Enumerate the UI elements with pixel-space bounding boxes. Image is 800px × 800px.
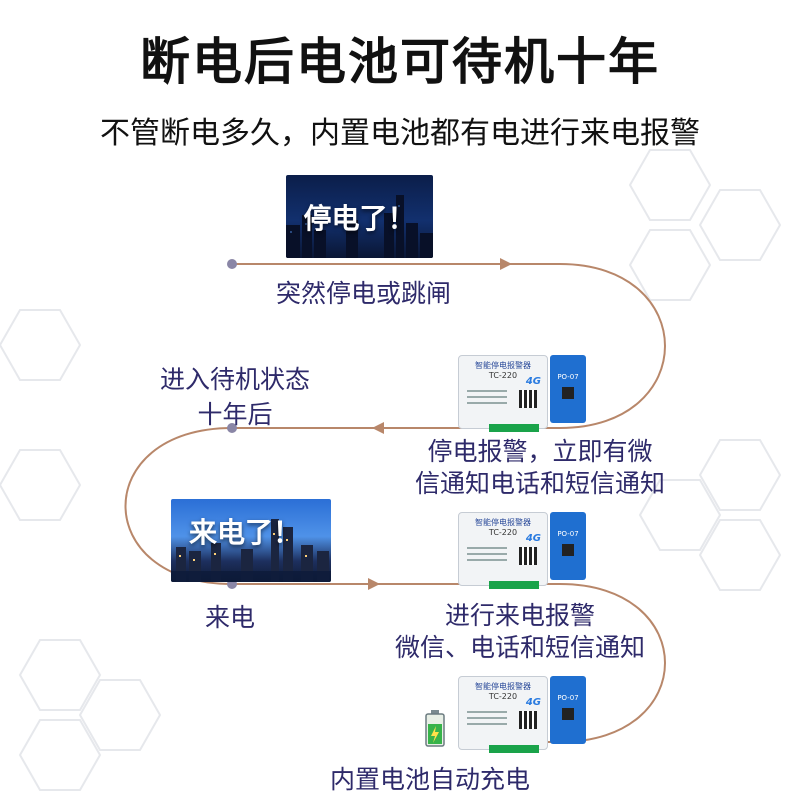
qr-code-icon (519, 711, 537, 729)
module-chip-icon (562, 387, 574, 399)
page-subtitle: 不管断电多久，内置电池都有电进行来电报警 (100, 116, 700, 151)
terminal-block (489, 581, 539, 589)
device-box-model: TC-220 (488, 371, 518, 380)
city-skyline-icon (286, 195, 433, 258)
terminal-block (489, 745, 539, 753)
alarm-device-1: 智能停电报警器 TC-220 4G PO-07 (458, 355, 588, 432)
module-chip-icon (562, 544, 574, 556)
alarm-device-2: 智能停电报警器 TC-220 4G PO-07 (458, 512, 588, 589)
alarm-box: 智能停电报警器 TC-220 4G (458, 512, 548, 589)
module-board: PO-07 (550, 512, 586, 580)
spec-lines (467, 390, 507, 412)
qr-code-icon (519, 547, 537, 565)
step-restore-label: 来电 (205, 603, 256, 632)
step-battery-charge-label: 内置电池自动充电 (330, 765, 531, 794)
terminal-block (489, 424, 539, 432)
module-board: PO-07 (550, 676, 586, 744)
spec-lines (467, 547, 507, 569)
qr-code-icon (519, 390, 537, 408)
alarm-box: 智能停电报警器 TC-220 4G (458, 676, 548, 753)
device-box-title: 智能停电报警器 (475, 361, 531, 370)
step-outage-label: 突然停电或跳闸 (276, 279, 452, 308)
step-restore-alarm-line2: 微信、电话和短信通知 (394, 633, 645, 662)
outage-photo: 停电了！ (286, 175, 433, 258)
step-standby-line1: 进入待机状态 (159, 365, 310, 394)
module-model: PO-07 (557, 694, 579, 702)
step-standby-line2: 十年后 (197, 400, 273, 429)
device-badge: 4G (525, 533, 541, 544)
step-outage-alarm-line1: 停电报警，立即有微 (427, 437, 653, 466)
module-board: PO-07 (550, 355, 586, 423)
device-box-model: TC-220 (488, 528, 518, 537)
step-outage-alarm-line2: 信通知电话和短信通知 (414, 469, 665, 498)
device-box-title: 智能停电报警器 (475, 518, 531, 527)
spec-lines (467, 711, 507, 733)
step-restore-alarm-line1: 进行来电报警 (444, 601, 595, 630)
alarm-device-3: 智能停电报警器 TC-220 4G PO-07 (458, 676, 588, 753)
module-chip-icon (562, 708, 574, 720)
outage-photo-caption: 停电了！ (303, 201, 416, 235)
page-title: 断电后电池可待机十年 (140, 33, 660, 91)
device-badge: 4G (525, 697, 541, 708)
device-box-title: 智能停电报警器 (475, 682, 531, 691)
battery-charging-icon (425, 710, 445, 747)
alarm-box: 智能停电报警器 TC-220 4G (458, 355, 548, 432)
restore-photo: 来电了！ (171, 499, 331, 582)
device-box-model: TC-220 (488, 692, 518, 701)
city-skyline-icon (171, 519, 331, 582)
device-badge: 4G (525, 376, 541, 387)
module-model: PO-07 (557, 373, 579, 381)
restore-photo-caption: 来电了！ (189, 516, 302, 549)
module-model: PO-07 (557, 530, 579, 538)
